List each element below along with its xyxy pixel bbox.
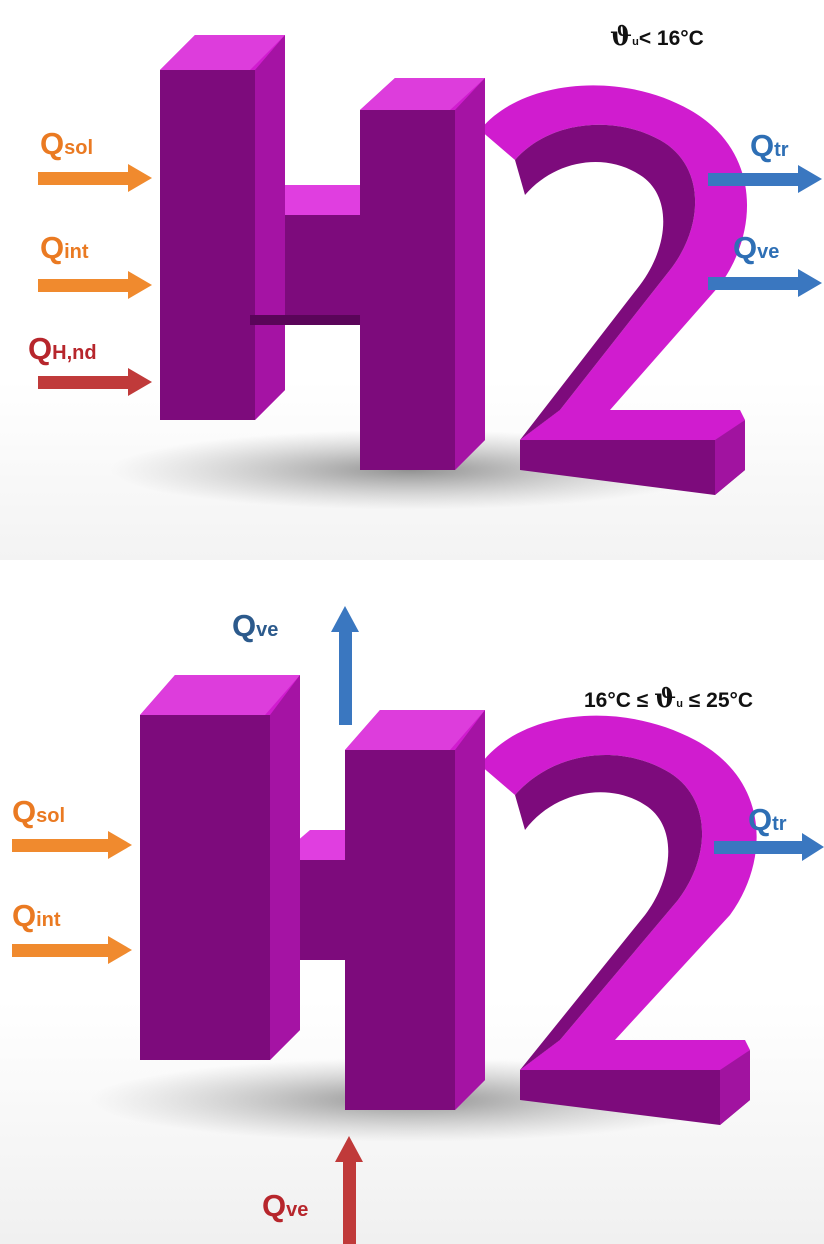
- h-right-pillar-top: [345, 710, 485, 750]
- flow-arrow-q-int-in: [12, 936, 132, 964]
- h-left-pillar-front: [160, 70, 255, 420]
- h2-letters-top: [160, 35, 748, 495]
- flow-arrow-q-int-in: [38, 271, 152, 299]
- h-right-pillar-edge: [455, 78, 485, 470]
- digit-2-base-top: [520, 1040, 750, 1070]
- h-right-pillar-front: [345, 750, 455, 1110]
- label-q-hnd: QH,nd: [28, 331, 97, 366]
- flow-arrow-q-sol-in: [38, 164, 152, 192]
- flow-arrow-q-tr-out: [708, 165, 822, 193]
- condition-label-top: ϑu< 16°C: [610, 22, 704, 52]
- digit-2-front-face: [515, 124, 696, 441]
- digit-2-top-face: [480, 85, 748, 410]
- flow-arrow-q-tr-out: [714, 833, 824, 861]
- condition-label-bottom: 16°C ≤ ϑu ≤ 25°C: [584, 684, 754, 714]
- label-q-sol: Qsol: [40, 126, 94, 161]
- label-q-int: Qint: [12, 898, 61, 933]
- label-q-ve-top: Qve: [232, 608, 279, 643]
- flow-arrow-q-hnd-in: [38, 368, 152, 396]
- digit-2-base-side: [720, 1050, 750, 1125]
- label-q-sol: Qsol: [12, 794, 66, 829]
- h-left-pillar-front: [140, 715, 270, 1060]
- panel-heating-mode: ϑu< 16°C Qsol Qint QH,nd Qtr Qve: [0, 0, 824, 560]
- flow-arrow-q-ve-up: [331, 606, 359, 725]
- label-q-ve: Qve: [733, 230, 780, 265]
- flow-arrow-q-ve-up-in: [335, 1136, 363, 1244]
- h2-scene-top: [0, 35, 824, 560]
- digit-2-top-face: [480, 715, 757, 1040]
- label-q-tr: Qtr: [750, 128, 789, 163]
- digit-2-base-side: [715, 420, 745, 495]
- h-right-pillar-edge: [455, 710, 485, 1110]
- h-left-pillar-edge: [270, 675, 300, 1060]
- h-crossbar-underside: [250, 315, 360, 325]
- h-left-pillar-top: [140, 675, 300, 715]
- h2-scene-bottom: [0, 606, 824, 1244]
- h-left-pillar-top: [160, 35, 285, 70]
- h-right-pillar-top: [360, 78, 485, 110]
- label-q-int: Qint: [40, 230, 89, 265]
- digit-2-base-top: [520, 410, 745, 440]
- digit-2-front-face: [515, 755, 703, 1070]
- flow-arrow-q-ve-out: [708, 269, 822, 297]
- panel-free-running-mode: Qve 16°C ≤ ϑu ≤ 25°C Qsol Qint Qtr Qve: [0, 560, 824, 1244]
- label-q-tr: Qtr: [748, 802, 787, 837]
- h-left-pillar-edge: [255, 35, 285, 420]
- h-right-pillar-front: [360, 110, 455, 470]
- flow-arrow-q-sol-in: [12, 831, 132, 859]
- label-q-ve-bottom: Qve: [262, 1188, 309, 1223]
- h2-letters-bottom: [140, 675, 757, 1125]
